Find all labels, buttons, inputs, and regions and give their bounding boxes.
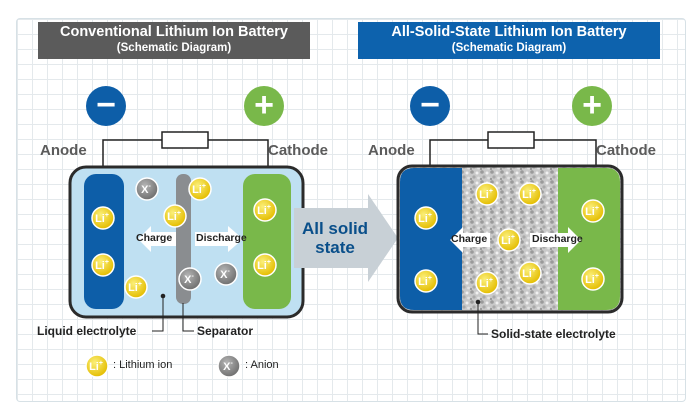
- conventional-title-banner: Conventional Lithium Ion Battery (Schema…: [38, 22, 310, 59]
- solid-state-lithium-ion-4: Li+: [475, 271, 499, 295]
- anion-symbol: X-: [220, 268, 230, 281]
- conventional-lithium-ion-0: Li+: [91, 206, 115, 230]
- solid-electrolyte-dot: [475, 299, 481, 305]
- solid-state-electrolyte-label: Solid-state electrolyte: [491, 327, 616, 341]
- anion-symbol: X-: [184, 273, 194, 286]
- conventional-anode: [84, 174, 124, 309]
- solid-state-lithium-ion-7: Li+: [581, 199, 605, 223]
- liquid-electrolyte-pointer: [152, 296, 164, 332]
- solid-state-title: All-Solid-State Lithium Ion Battery: [391, 24, 627, 40]
- solid-state-lithium-ion-2: Li+: [475, 182, 499, 206]
- conventional-charge-label: Charge: [136, 232, 173, 244]
- solid-state-circuit-wire: [429, 139, 597, 167]
- conventional-lithium-ion-1: Li+: [91, 253, 115, 277]
- solid-state-lithium-ion-8: Li+: [581, 267, 605, 291]
- legend-lithium-label: : Lithium ion: [113, 359, 173, 371]
- conventional-cathode: [243, 174, 291, 309]
- conventional-anion-0: X-: [135, 177, 159, 201]
- legend-anion-icon: X-: [217, 354, 241, 378]
- legend-lithium-ion-icon: Li+: [85, 354, 109, 378]
- conventional-anion-1: X-: [178, 267, 202, 291]
- conventional-anion-2: X-: [214, 262, 238, 286]
- conventional-negative-terminal-icon: −: [86, 86, 126, 126]
- conventional-discharge-label: Discharge: [196, 232, 247, 244]
- all-solid-state-arrow: [294, 194, 398, 282]
- conventional-anode-label: Anode: [40, 142, 87, 159]
- anion-symbol: X-: [141, 183, 151, 196]
- solid-state-negative-terminal-icon: −: [410, 86, 450, 126]
- solid-state-lithium-ion-0: Li+: [414, 206, 438, 230]
- conventional-lithium-ion-5: Li+: [253, 198, 277, 222]
- all-solid-state-line1: All solid: [301, 219, 369, 238]
- liquid-electrolyte-dot: [160, 293, 166, 299]
- conventional-lithium-ion-3: Li+: [163, 204, 187, 228]
- solid-state-positive-terminal-icon: +: [572, 86, 612, 126]
- anion-symbol: X-: [223, 360, 233, 373]
- conventional-circuit-wire: [102, 139, 269, 167]
- solid-state-cathode: [558, 168, 620, 310]
- ion-layer: Li+Li+Li+Li+Li+Li+Li+X-X-X-Li+Li+Li+Li+L…: [91, 177, 605, 299]
- conventional-lithium-ion-4: Li+: [188, 177, 212, 201]
- solid-state-charge-label: Charge: [451, 233, 488, 245]
- solid-state-anode: [400, 168, 462, 310]
- solid-state-charge-arrow: [450, 227, 490, 253]
- solid-state-lithium-ion-5: Li+: [518, 261, 542, 285]
- all-solid-state-line2: state: [315, 238, 355, 257]
- solid-electrolyte-pointer: [477, 302, 488, 335]
- solid-state-subtitle: (Schematic Diagram): [451, 42, 567, 54]
- conventional-discharge-arrow: [195, 226, 243, 252]
- solid-state-anode-label: Anode: [368, 142, 415, 159]
- conventional-lithium-ion-6: Li+: [253, 253, 277, 277]
- solid-state-cathode-label: Cathode: [596, 142, 656, 159]
- conventional-title: Conventional Lithium Ion Battery: [60, 24, 288, 40]
- legend-layer: Li+ X-: [85, 354, 241, 378]
- liquid-electrolyte-label: Liquid electrolyte: [37, 324, 137, 338]
- conventional-positive-terminal-icon: +: [244, 86, 284, 126]
- separator-pointer: [182, 303, 194, 332]
- solid-state-lithium-ion-6: Li+: [518, 182, 542, 206]
- solid-state-lithium-ion-3: Li+: [497, 228, 521, 252]
- legend-anion-label: : Anion: [245, 359, 279, 371]
- all-solid-state-text: All solid state: [298, 219, 372, 257]
- solid-state-discharge-arrow: [530, 227, 581, 253]
- solid-state-lithium-ion-1: Li+: [414, 269, 438, 293]
- separator-label: Separator: [197, 324, 254, 338]
- conventional-resistor: [161, 131, 209, 149]
- solid-state-title-banner: All-Solid-State Lithium Ion Battery (Sch…: [358, 22, 660, 59]
- conventional-lithium-ion-2: Li+: [124, 275, 148, 299]
- conventional-charge-arrow: [138, 226, 176, 252]
- conventional-cathode-label: Cathode: [268, 142, 328, 159]
- solid-state-resistor: [487, 131, 535, 149]
- conventional-subtitle: (Schematic Diagram): [116, 42, 232, 54]
- solid-state-discharge-label: Discharge: [532, 233, 583, 245]
